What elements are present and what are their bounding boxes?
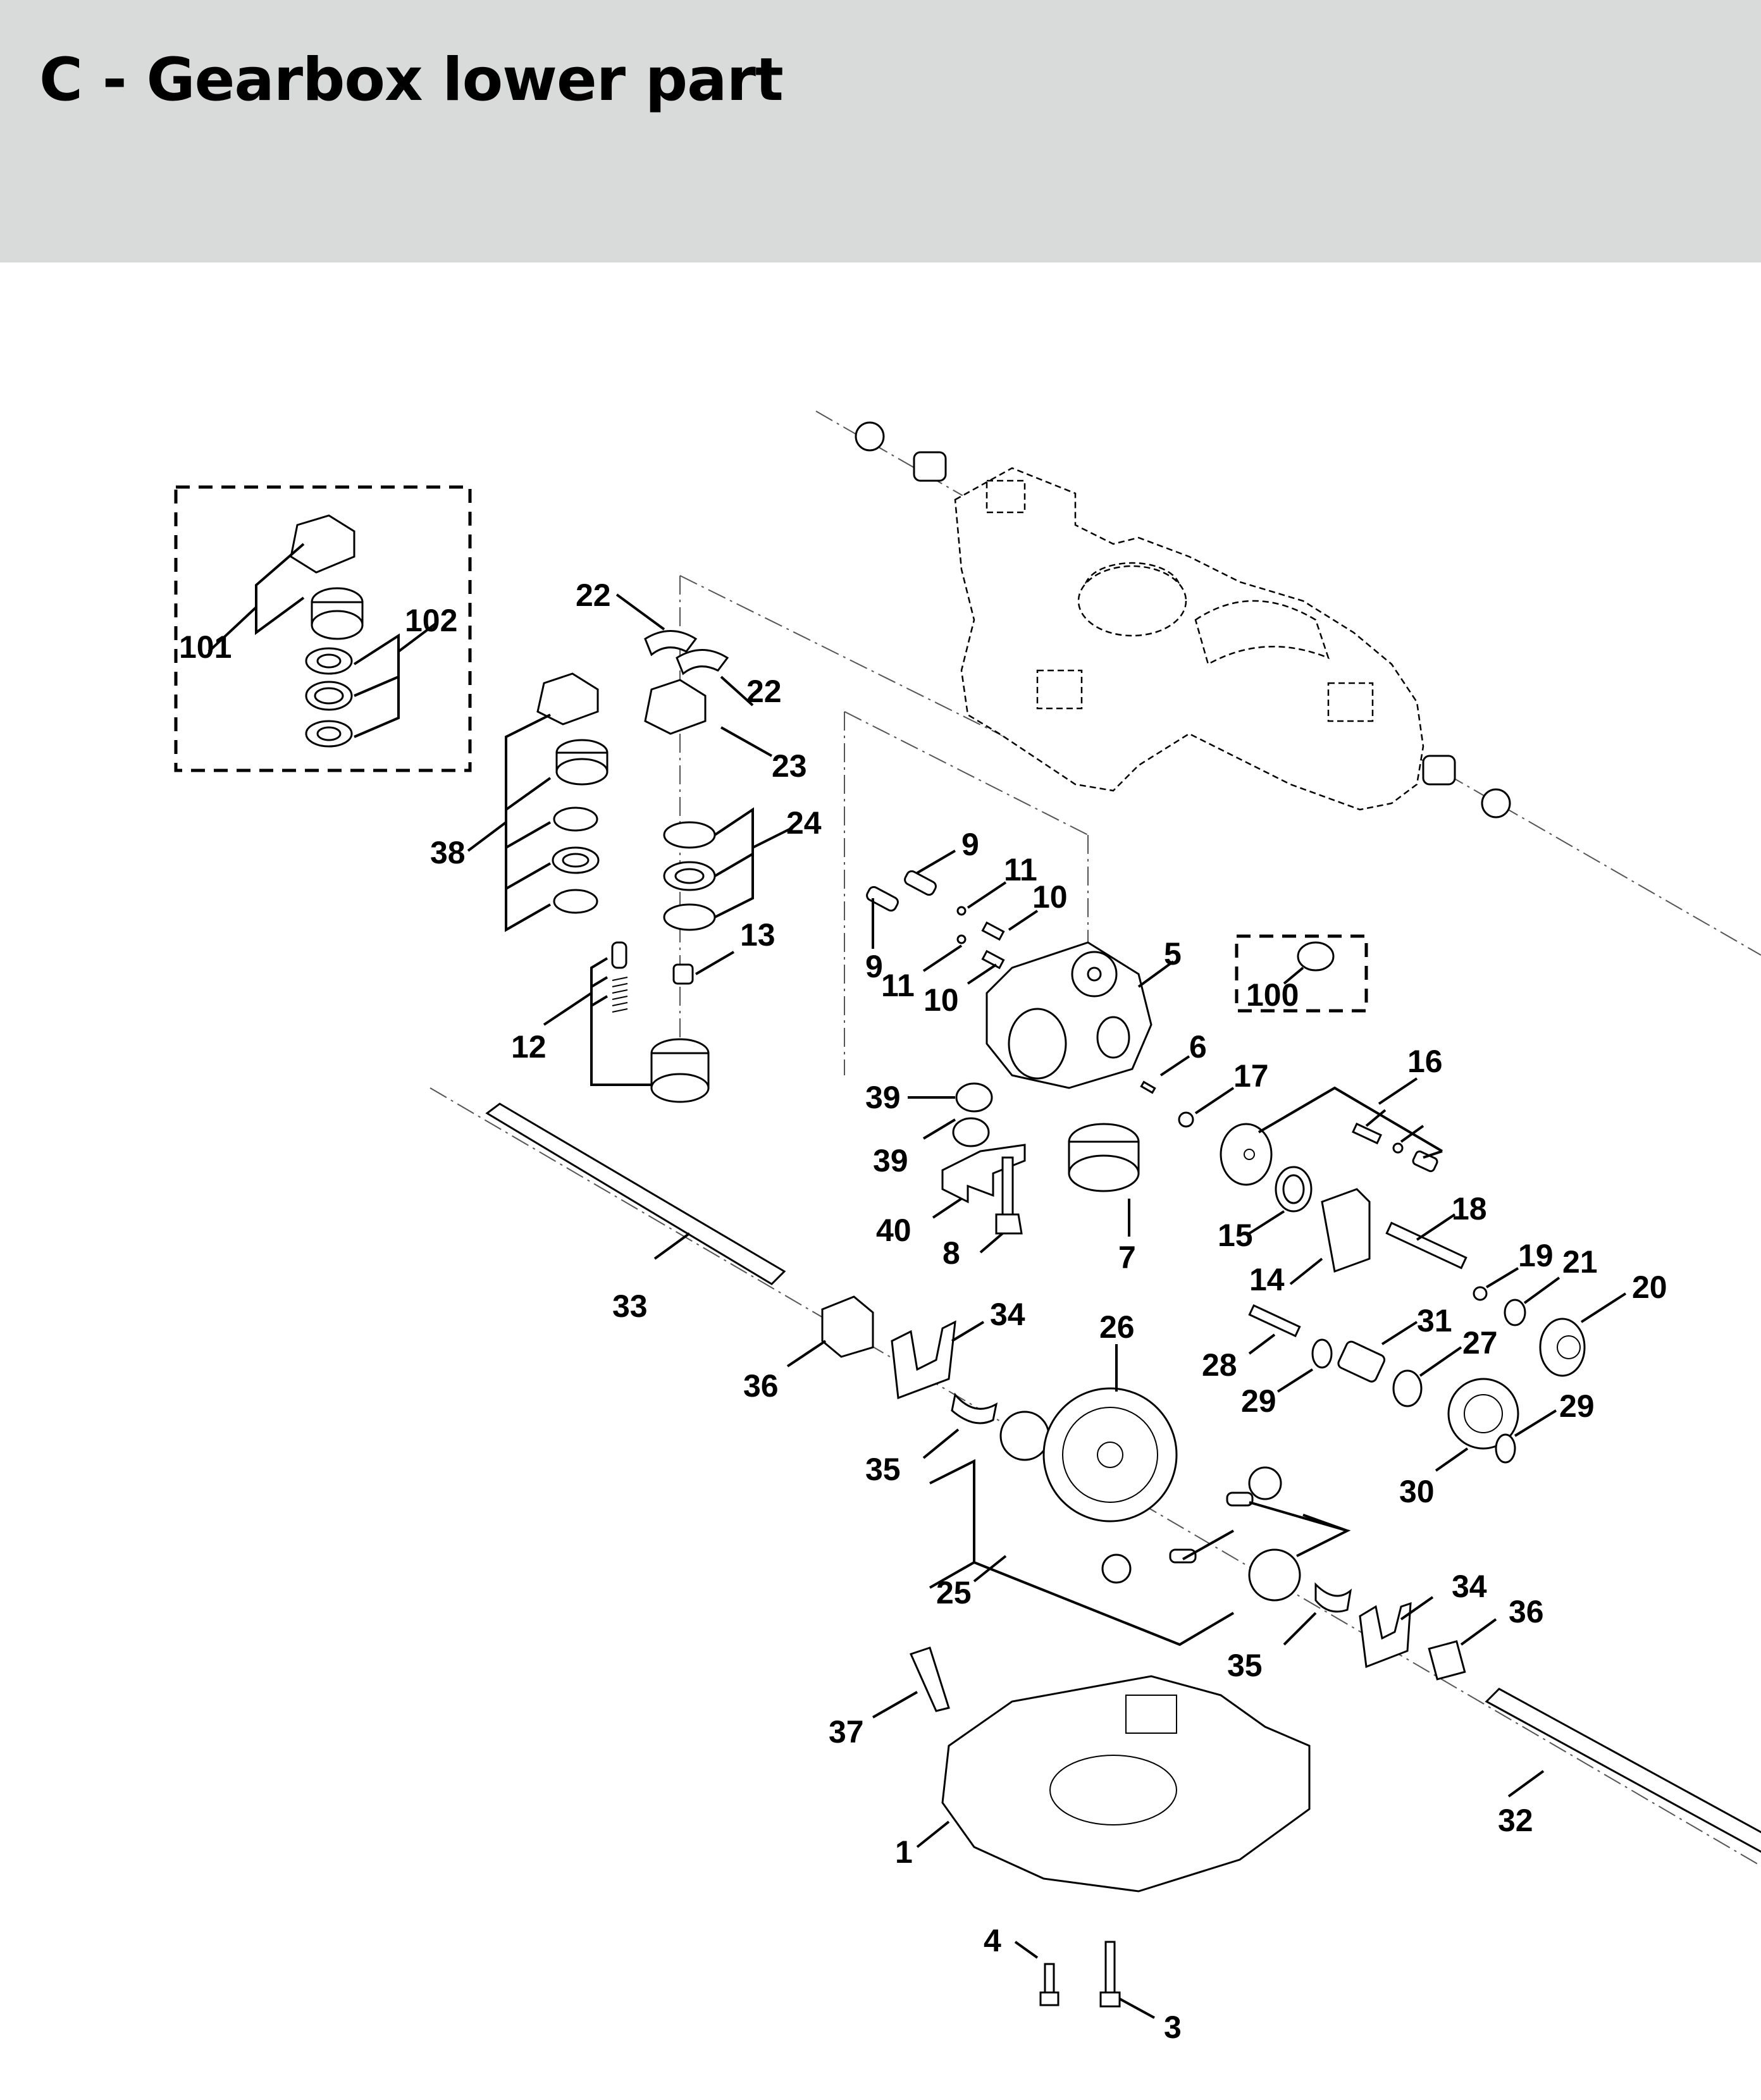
callout-34: 34 <box>990 1297 1025 1332</box>
part-group-14-15-18-21 <box>1248 1166 1627 1377</box>
callout-9: 9 <box>865 949 883 984</box>
callout-37: 37 <box>829 1714 864 1750</box>
part-group-26-34-35-36 <box>786 1295 1178 1522</box>
callout-labels: 101 102 22 22 23 38 24 13 12 9 11 10 9 1… <box>179 578 1667 2045</box>
screws-3-4 <box>1014 1941 1155 2019</box>
callout-39: 39 <box>873 1143 908 1178</box>
callout-40: 40 <box>876 1213 911 1248</box>
callout-3: 3 <box>1164 2010 1182 2045</box>
axle-shaft-32 <box>1485 1688 1761 1853</box>
part-group-34-35-36-lower <box>1283 1582 1497 1681</box>
callout-10: 10 <box>1032 879 1068 915</box>
part-group-38 <box>467 672 609 932</box>
callout-6: 6 <box>1189 1029 1207 1065</box>
callout-25: 25 <box>936 1575 972 1610</box>
callout-13: 13 <box>740 917 775 953</box>
callout-101: 101 <box>179 629 232 665</box>
callout-31: 31 <box>1417 1303 1452 1338</box>
callout-35: 35 <box>865 1452 901 1487</box>
callout-10: 10 <box>924 982 959 1018</box>
callout-28: 28 <box>1202 1347 1237 1383</box>
callout-34: 34 <box>1452 1569 1487 1604</box>
callout-27: 27 <box>1462 1325 1498 1361</box>
part-group-22-23-24 <box>615 593 791 931</box>
callout-36: 36 <box>743 1368 779 1404</box>
callout-36: 36 <box>1509 1594 1544 1629</box>
callout-7: 7 <box>1118 1240 1136 1275</box>
kit-box-101-102 <box>174 485 472 772</box>
part-group-27-31 <box>1248 1304 1557 1472</box>
callout-32: 32 <box>1498 1803 1533 1838</box>
callout-8: 8 <box>942 1235 960 1271</box>
callout-26: 26 <box>1099 1309 1135 1345</box>
part-group-9-10-11 <box>866 849 1039 985</box>
callout-18: 18 <box>1452 1191 1487 1226</box>
callout-15: 15 <box>1218 1218 1253 1253</box>
callout-20: 20 <box>1632 1269 1667 1305</box>
callout-30: 30 <box>1399 1474 1435 1509</box>
pump-body-5 <box>986 941 1175 1089</box>
upper-gearbox-housing-ghost <box>855 421 1511 818</box>
callout-11: 11 <box>1004 852 1037 887</box>
callout-12: 12 <box>511 1029 547 1065</box>
callout-39: 39 <box>865 1080 901 1115</box>
callout-24: 24 <box>786 805 822 841</box>
callout-100: 100 <box>1246 977 1299 1013</box>
callout-102: 102 <box>405 603 457 638</box>
callout-9: 9 <box>961 827 979 862</box>
sealant-tube-37 <box>872 1646 950 1719</box>
callout-38: 38 <box>430 835 466 870</box>
differential-group-25 <box>929 1459 1351 1646</box>
callout-23: 23 <box>772 748 807 784</box>
callout-33: 33 <box>612 1288 648 1324</box>
part-group-12-13 <box>543 941 735 1103</box>
kit-box-100 <box>1235 934 1368 1013</box>
callout-4: 4 <box>984 1923 1001 1958</box>
callout-35: 35 <box>1227 1648 1263 1683</box>
axle-shaft-33 <box>485 1102 786 1285</box>
callout-11: 11 <box>881 968 915 1003</box>
lower-housing-1 <box>916 1675 1311 1893</box>
callout-19: 19 <box>1518 1238 1554 1273</box>
callout-22: 22 <box>576 578 611 613</box>
callout-1: 1 <box>895 1834 913 1870</box>
part-group-7-8-39-40 <box>908 1082 1140 1254</box>
callout-29: 29 <box>1241 1383 1276 1419</box>
page-title: C - Gearbox lower part <box>39 46 784 114</box>
callout-22: 22 <box>746 674 782 709</box>
header-banner: C - Gearbox lower part <box>0 0 1761 262</box>
callout-29: 29 <box>1559 1388 1595 1424</box>
callout-16: 16 <box>1407 1044 1443 1079</box>
callout-5: 5 <box>1164 936 1182 972</box>
callout-17: 17 <box>1233 1058 1269 1094</box>
callout-14: 14 <box>1249 1262 1285 1297</box>
callout-21: 21 <box>1562 1244 1598 1280</box>
part-group-6-16-17 <box>1140 1055 1443 1186</box>
